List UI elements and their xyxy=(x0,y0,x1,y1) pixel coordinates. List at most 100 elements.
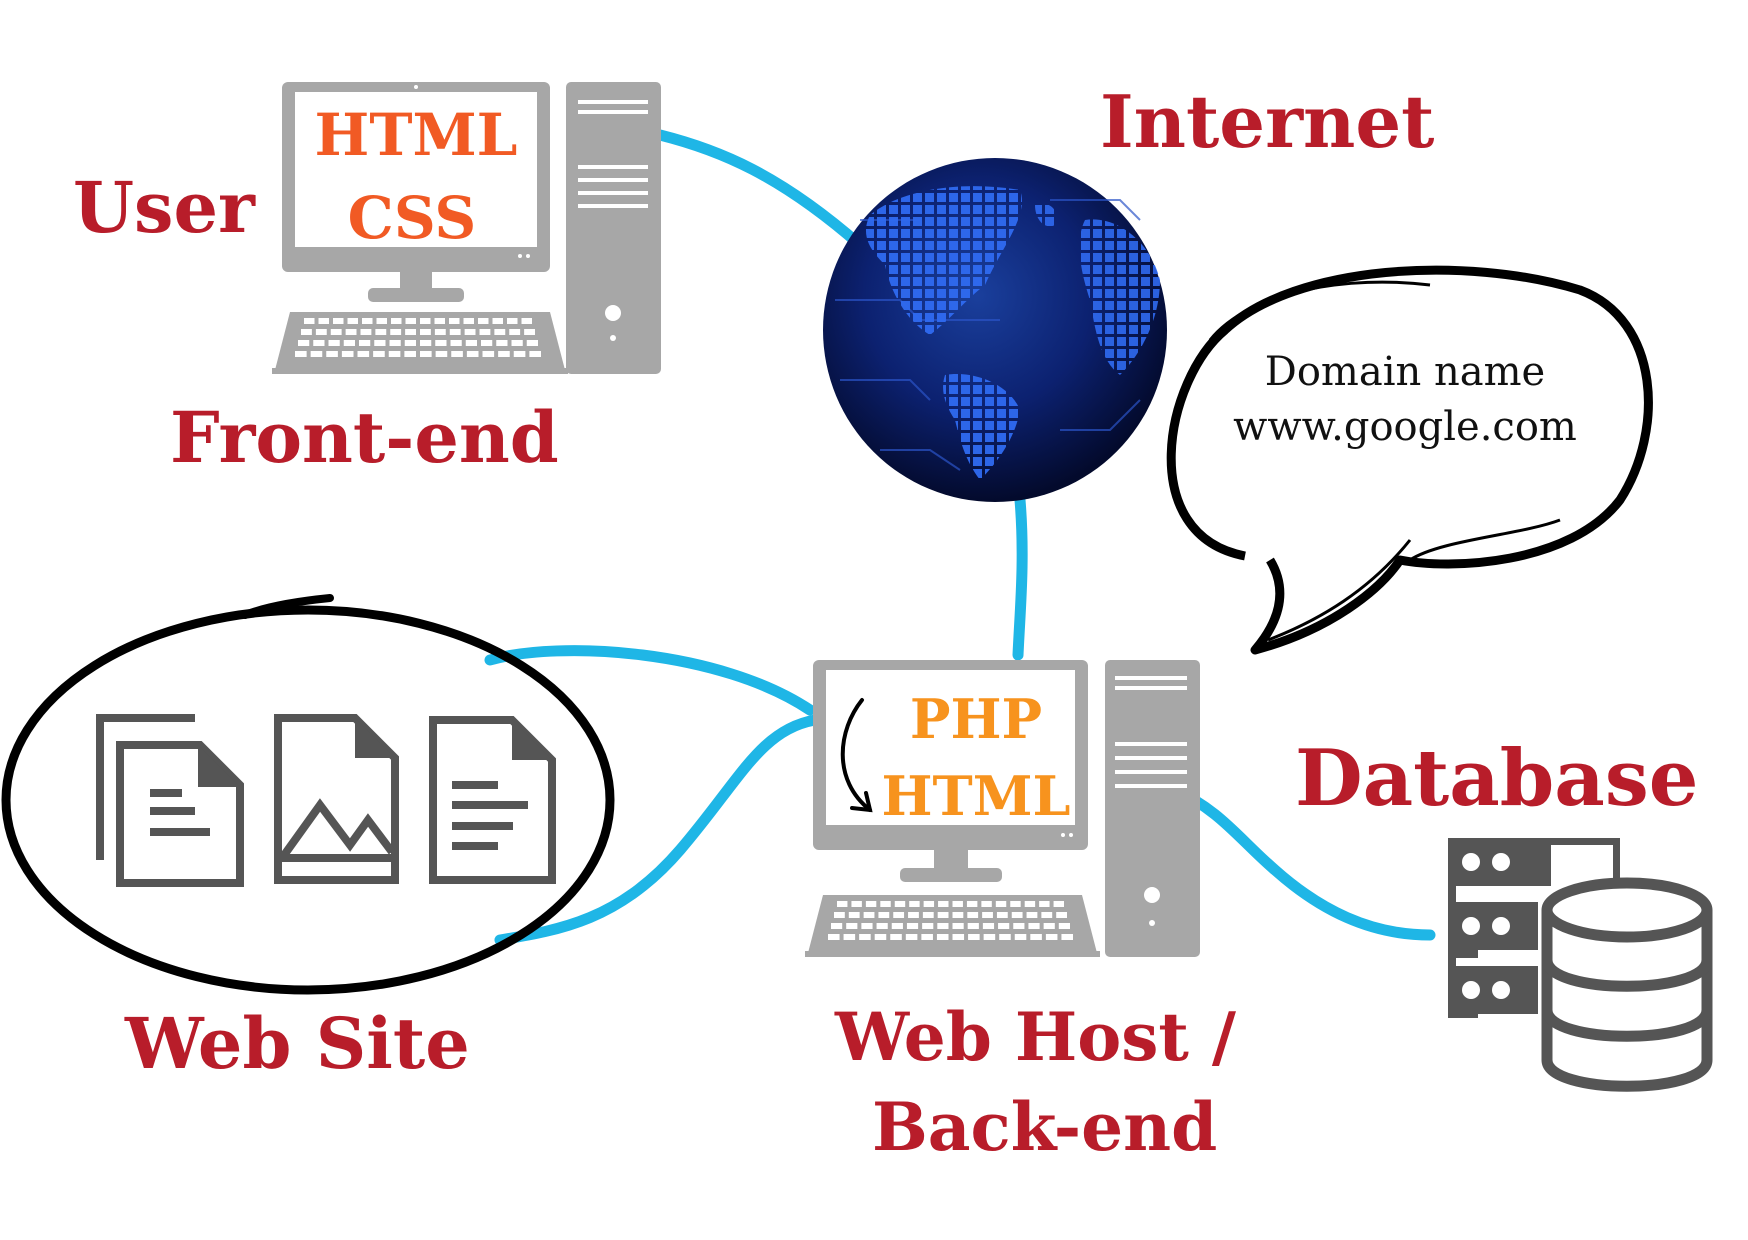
keyboard-key xyxy=(313,340,325,346)
keyboard-key xyxy=(880,901,891,907)
backend-screen-line-2: HTML xyxy=(882,764,1071,828)
frontend-tower xyxy=(566,82,661,374)
keyboard-key xyxy=(952,901,963,907)
keyboard-key xyxy=(479,329,491,335)
keyboard-key xyxy=(865,901,877,907)
keyboard-key xyxy=(1041,912,1053,918)
keyboard-key xyxy=(906,923,919,929)
keyboard-key xyxy=(851,901,862,907)
keyboard-key xyxy=(524,329,535,335)
keyboard-key xyxy=(1061,934,1073,940)
keyboard-key xyxy=(874,934,887,940)
keyboard-key xyxy=(404,340,416,346)
keyboard-key xyxy=(341,351,354,357)
keyboard-key xyxy=(388,351,401,357)
keyboard-key xyxy=(938,901,949,907)
frontend-screen-line-1: HTML xyxy=(315,101,518,169)
database-label: Database xyxy=(1295,733,1698,824)
keyboard-key xyxy=(891,923,903,929)
keyboard-key xyxy=(435,340,447,346)
document-copy-icon xyxy=(96,714,244,887)
keyboard-key xyxy=(450,340,462,346)
keyboard-key xyxy=(507,318,518,324)
frontend-screen xyxy=(295,92,537,247)
keyboard-key xyxy=(373,351,385,357)
keyboard-key xyxy=(1026,912,1038,918)
keyboard-key xyxy=(878,912,890,918)
connector-frontend-internet xyxy=(654,129,866,251)
keyboard-key xyxy=(494,329,506,335)
keyboard-key xyxy=(481,340,493,346)
keyboard-key xyxy=(890,934,902,940)
keyboard-key xyxy=(526,340,538,346)
keyboard-key xyxy=(360,329,372,335)
keyboard-key xyxy=(968,934,980,940)
keyboard-key xyxy=(511,340,523,346)
keyboard-key xyxy=(909,901,920,907)
keyboard-key xyxy=(983,934,996,940)
keyboard-key xyxy=(828,934,840,940)
internet-globe-icon xyxy=(823,158,1167,502)
website-files-group xyxy=(1,594,615,995)
keyboard-key xyxy=(966,901,978,907)
frontend-label: Front-end xyxy=(170,396,559,479)
keyboard-key xyxy=(521,318,532,324)
connectors xyxy=(484,129,1436,946)
keyboard-key xyxy=(982,923,995,929)
globe-south-america xyxy=(943,374,1020,480)
keyboard-key xyxy=(420,351,432,357)
keyboard-key xyxy=(1010,901,1021,907)
keyboard-key xyxy=(937,912,949,918)
keyboard-key xyxy=(861,923,873,929)
frontend-computer: HTML CSS xyxy=(272,82,661,374)
keyboard-key xyxy=(333,318,344,324)
keyboard-key xyxy=(876,923,888,929)
keyboard-key xyxy=(509,329,521,335)
keyboard-key xyxy=(1028,923,1040,929)
keyboard-key xyxy=(359,340,371,346)
keyboard-key xyxy=(848,912,860,918)
frontend-screen-line-2: CSS xyxy=(348,184,477,252)
keyboard-key xyxy=(404,351,416,357)
connector-website-backend-upper xyxy=(484,645,816,716)
keyboard-key xyxy=(894,901,906,907)
keyboard-key xyxy=(451,351,463,357)
keyboard-key xyxy=(1043,923,1055,929)
keyboard-key xyxy=(1056,912,1067,918)
keyboard-key xyxy=(937,923,949,929)
keyboard-key xyxy=(465,340,477,346)
webhost-label-line-2: Back-end xyxy=(872,1088,1217,1166)
keyboard-key xyxy=(420,329,431,335)
keyboard-key xyxy=(1011,912,1023,918)
keyboard-key xyxy=(315,329,327,335)
keyboard-key xyxy=(1013,923,1025,929)
domain-name-value: www.google.com xyxy=(1233,404,1577,450)
keyboard-key xyxy=(464,329,476,335)
keyboard-key xyxy=(304,318,315,324)
keyboard-key xyxy=(482,351,495,357)
backend-arrow-icon xyxy=(840,698,873,813)
keyboard-key xyxy=(952,934,965,940)
keyboard-key xyxy=(893,912,905,918)
keyboard-key xyxy=(908,912,919,918)
keyboard-key xyxy=(420,318,431,324)
keyboard-key xyxy=(1024,901,1036,907)
keyboard-key xyxy=(859,934,871,940)
user-label: User xyxy=(73,166,256,249)
text-document-icon xyxy=(429,716,556,884)
keyboard-key xyxy=(921,934,933,940)
keyboard-key xyxy=(981,901,992,907)
connector-website-backend-lower xyxy=(494,714,821,946)
globe-europe-africa xyxy=(1079,219,1160,375)
keyboard-key xyxy=(1030,934,1042,940)
keyboard-key xyxy=(390,329,402,335)
keyboard-key xyxy=(982,912,993,918)
keyboard-key xyxy=(967,912,979,918)
keyboard-key xyxy=(345,329,357,335)
keyboard-key xyxy=(463,318,474,324)
keyboard-key xyxy=(998,923,1010,929)
connector-backend-database xyxy=(1169,784,1436,941)
keyboard-key xyxy=(389,340,401,346)
keyboard-key xyxy=(1053,901,1064,907)
keyboard-key xyxy=(863,912,875,918)
